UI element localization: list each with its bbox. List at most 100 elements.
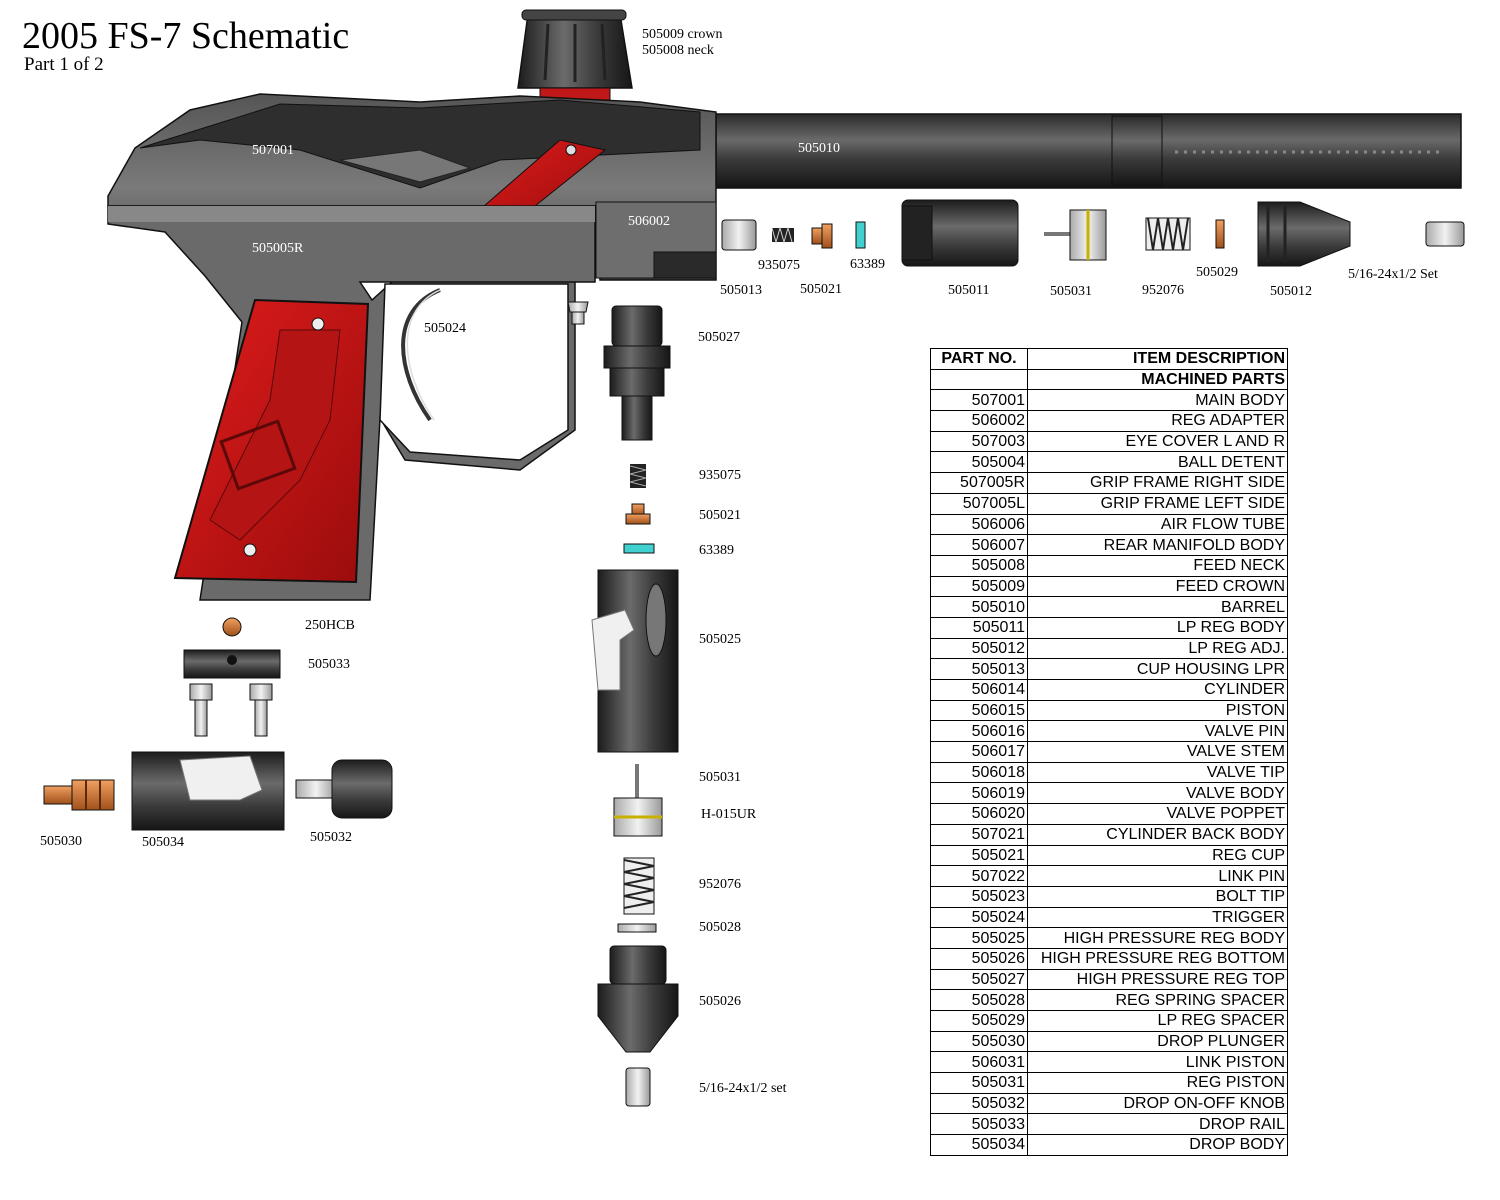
part-952076-mid bbox=[623, 857, 655, 915]
part-505012 bbox=[1257, 201, 1351, 267]
label-reg-piston-top: 505031 bbox=[1050, 284, 1092, 299]
part-number-cell: 505025 bbox=[930, 927, 1028, 949]
item-description-cell: LINK PIN bbox=[1027, 865, 1288, 887]
label-oring-mid: 63389 bbox=[699, 543, 734, 558]
part-number-cell: 505010 bbox=[930, 596, 1028, 618]
label-oring-top: 63389 bbox=[850, 257, 885, 272]
part-number-cell: 507005L bbox=[930, 492, 1028, 515]
part-number-cell: 505021 bbox=[930, 844, 1028, 867]
item-description-cell: GRIP FRAME LEFT SIDE bbox=[1027, 492, 1288, 515]
part-505021-top bbox=[811, 223, 833, 249]
main-body bbox=[107, 93, 717, 281]
part-505031-top bbox=[1044, 209, 1107, 261]
item-description-cell: CYLINDER bbox=[1027, 679, 1288, 701]
item-description-cell: FEED CROWN bbox=[1027, 575, 1288, 598]
part-505021-mid bbox=[625, 503, 651, 525]
label-ball: 250HCB bbox=[305, 618, 355, 633]
part-505025 bbox=[591, 569, 679, 753]
parts-table: PART NO. ITEM DESCRIPTION MACHINED PARTS… bbox=[930, 348, 1288, 1156]
label-lp-reg-adj: 505012 bbox=[1270, 284, 1312, 299]
item-description-cell: REG CUP bbox=[1027, 844, 1288, 867]
part-number-cell: 505027 bbox=[930, 968, 1028, 991]
label-lp-reg-body: 505011 bbox=[948, 283, 990, 298]
part-number-cell: 505023 bbox=[930, 885, 1028, 908]
label-trigger: 505024 bbox=[424, 321, 466, 336]
part-number-cell: 505028 bbox=[930, 989, 1028, 1011]
label-reg-cup-top: 505021 bbox=[800, 282, 842, 297]
item-description-cell: HIGH PRESSURE REG BODY bbox=[1027, 927, 1288, 949]
part-number-cell: 506031 bbox=[930, 1051, 1028, 1074]
barrel bbox=[715, 113, 1462, 189]
part-505031-mid bbox=[613, 764, 663, 837]
label-barrel: 505010 bbox=[798, 141, 840, 156]
item-description-cell: LINK PISTON bbox=[1027, 1051, 1288, 1074]
label-drop-plunger: 505030 bbox=[40, 834, 82, 849]
col-part-no: PART NO. bbox=[930, 348, 1028, 370]
label-spring-mid: 935075 bbox=[699, 468, 741, 483]
label-cup-housing: 505013 bbox=[720, 283, 762, 298]
item-description-cell: EYE COVER L AND R bbox=[1027, 430, 1288, 453]
page-title: 2005 FS-7 Schematic bbox=[22, 15, 350, 57]
label-drop-rail: 505033 bbox=[308, 657, 350, 672]
part-number-cell: 505026 bbox=[930, 947, 1028, 970]
part-63389-mid bbox=[623, 543, 655, 554]
item-description-cell: TRIGGER bbox=[1027, 906, 1288, 929]
item-description-cell: VALVE POPPET bbox=[1027, 803, 1288, 825]
part-number-cell: 506007 bbox=[930, 534, 1028, 556]
part-935075-mid bbox=[629, 464, 647, 488]
part-set-screw-bottom bbox=[625, 1067, 651, 1107]
label-main-body: 507001 bbox=[252, 143, 294, 158]
item-description-cell: REAR MANIFOLD BODY bbox=[1027, 534, 1288, 556]
part-number-cell: 505029 bbox=[930, 1010, 1028, 1032]
part-number-cell: 506019 bbox=[930, 782, 1028, 805]
part-number-cell: 507001 bbox=[930, 389, 1028, 412]
item-description-cell: HIGH PRESSURE REG BOTTOM bbox=[1027, 947, 1288, 970]
part-250hcb bbox=[222, 617, 242, 637]
section-label: MACHINED PARTS bbox=[1027, 368, 1288, 391]
part-number-cell: 507022 bbox=[930, 865, 1028, 887]
item-description-cell: DROP RAIL bbox=[1027, 1113, 1288, 1136]
item-description-cell: DROP PLUNGER bbox=[1027, 1030, 1288, 1053]
label-grip-frame: 505005R bbox=[252, 241, 304, 256]
part-number-cell: 506016 bbox=[930, 720, 1028, 743]
part-set-screw-top bbox=[1425, 221, 1465, 247]
part-number-cell: 505031 bbox=[930, 1072, 1028, 1094]
part-number-cell: 506002 bbox=[930, 410, 1028, 432]
item-description-cell: DROP BODY bbox=[1027, 1134, 1288, 1156]
item-description-cell: CYLINDER BACK BODY bbox=[1027, 823, 1288, 846]
part-screw-small bbox=[567, 301, 589, 325]
table-section-row: MACHINED PARTS bbox=[930, 368, 1288, 391]
item-description-cell: BARREL bbox=[1027, 596, 1288, 618]
item-description-cell: AIR FLOW TUBE bbox=[1027, 513, 1288, 536]
table-header-row: PART NO. ITEM DESCRIPTION bbox=[930, 348, 1288, 370]
part-number-cell: 506014 bbox=[930, 679, 1028, 701]
item-description-cell: DROP ON-OFF KNOB bbox=[1027, 1092, 1288, 1115]
item-description-cell: BOLT TIP bbox=[1027, 885, 1288, 908]
label-spring-hp: 952076 bbox=[699, 877, 741, 892]
part-number-cell: 505024 bbox=[930, 906, 1028, 929]
item-description-cell: FEED NECK bbox=[1027, 554, 1288, 577]
part-number-cell: 506015 bbox=[930, 699, 1028, 722]
label-reg-piston-mid: 505031 bbox=[699, 770, 741, 785]
part-952076-top bbox=[1145, 217, 1191, 251]
part-number-cell: 507005R bbox=[930, 472, 1028, 494]
